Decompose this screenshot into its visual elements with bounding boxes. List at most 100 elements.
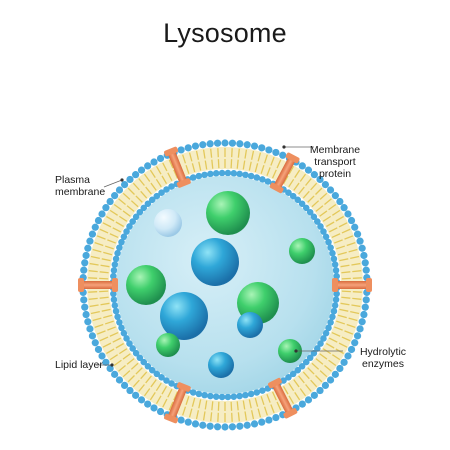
phospholipid-head <box>111 261 119 268</box>
phospholipid-head <box>106 197 114 206</box>
phospholipid-head <box>195 390 203 398</box>
lipid-tail <box>328 227 338 233</box>
phospholipid-head <box>148 366 156 374</box>
phospholipid-head <box>206 140 214 148</box>
phospholipid-head <box>195 172 203 180</box>
lipid-tail <box>188 152 193 162</box>
phospholipid-head <box>189 174 197 181</box>
lipid-tail <box>126 205 135 212</box>
enzyme-sphere <box>206 191 250 235</box>
phospholipid-head <box>126 223 133 230</box>
lipid-tail <box>155 395 162 404</box>
phospholipid-head <box>344 352 352 360</box>
enzyme-sphere <box>126 265 166 305</box>
phospholipid-head <box>332 267 340 274</box>
phospholipid-head <box>136 208 144 216</box>
phospholipid-head <box>112 255 120 263</box>
lipid-tail <box>155 166 162 175</box>
lipid-tail <box>150 182 157 191</box>
phospholipid-head <box>86 325 94 333</box>
lipid-tail <box>263 406 268 416</box>
lipid-tail <box>266 393 271 403</box>
lipid-tail <box>145 375 152 384</box>
lipid-tail <box>115 342 125 349</box>
leader-dot <box>110 363 114 367</box>
lipid-tail <box>211 159 214 169</box>
label-plasma-membrane: Plasma membrane <box>55 174 125 198</box>
lipid-tail <box>102 222 112 228</box>
lipid-tail <box>173 169 179 179</box>
phospholipid-head <box>212 393 220 400</box>
phospholipid-head <box>123 228 130 235</box>
lipid-tail <box>260 164 265 174</box>
phospholipid-head <box>115 376 124 384</box>
leader-line <box>103 179 123 188</box>
phospholipid-head <box>84 318 92 326</box>
phospholipid-head <box>102 358 110 366</box>
lipid-tail <box>315 375 323 383</box>
phospholipid-head <box>132 171 140 179</box>
lipid-tail <box>244 149 248 159</box>
phospholipid-head <box>264 178 272 185</box>
phospholipid-head <box>336 364 344 373</box>
phospholipid-head <box>116 244 123 251</box>
lipid-tail <box>162 162 168 172</box>
phospholipid-head <box>184 144 192 152</box>
lipid-tail <box>310 379 318 388</box>
phospholipid-head <box>98 352 106 360</box>
phospholipid-head <box>304 166 313 174</box>
lipid-tail <box>254 163 259 173</box>
lipid-tail <box>248 399 252 409</box>
lipid-tail <box>271 169 277 179</box>
phospholipid-head <box>168 380 175 387</box>
lipid-tail <box>107 239 117 244</box>
phospholipid-head <box>221 139 229 147</box>
lipid-tail <box>350 310 360 315</box>
phospholipid-head <box>206 422 214 430</box>
phospholipid-head <box>213 423 222 431</box>
phospholipid-head <box>140 204 148 212</box>
lipid-tail <box>138 384 145 392</box>
lipid-tail <box>328 359 337 367</box>
lipid-tail <box>145 186 152 195</box>
lipid-tail <box>322 215 332 222</box>
label-line: protein <box>318 168 352 180</box>
lipid-tail <box>351 262 361 266</box>
phospholipid-head <box>351 223 359 231</box>
enzyme-sphere <box>289 238 315 264</box>
lipid-tail <box>109 233 119 239</box>
lipid-tail <box>346 242 356 247</box>
enzyme-sphere <box>154 209 182 237</box>
lipid-tail <box>202 149 206 159</box>
lipid-tail <box>302 190 310 199</box>
phospholipid-head <box>116 319 123 326</box>
enzyme-sphere <box>156 333 180 357</box>
lipid-tail <box>195 410 200 420</box>
lipid-tail <box>94 242 104 247</box>
phospholipid-head <box>298 200 306 208</box>
phospholipid-head <box>329 249 336 257</box>
protein-cap <box>366 278 372 292</box>
lipid-tail <box>270 156 275 166</box>
phospholipid-head <box>265 146 273 154</box>
lipid-tail <box>260 396 265 406</box>
phospholipid-head <box>279 151 287 159</box>
phospholipid-head <box>306 354 314 362</box>
lipid-tail <box>122 370 131 378</box>
phospholipid-head <box>177 416 185 424</box>
phospholipid-head <box>298 362 306 370</box>
lipid-tail <box>348 317 358 322</box>
phospholipid-head <box>81 303 89 311</box>
phospholipid-head <box>302 358 310 366</box>
leader-dot <box>294 349 298 353</box>
phospholipid-head <box>321 180 330 189</box>
phospholipid-head <box>137 396 146 404</box>
phospholipid-head <box>294 196 302 204</box>
lipid-tail <box>337 251 347 256</box>
diagram-title: Lysosome <box>163 18 287 48</box>
lipid-tail <box>92 317 102 322</box>
phospholipid-head <box>325 324 332 332</box>
lipid-tail <box>99 271 109 274</box>
lipid-tail <box>112 337 122 343</box>
phospholipid-head <box>110 290 117 298</box>
